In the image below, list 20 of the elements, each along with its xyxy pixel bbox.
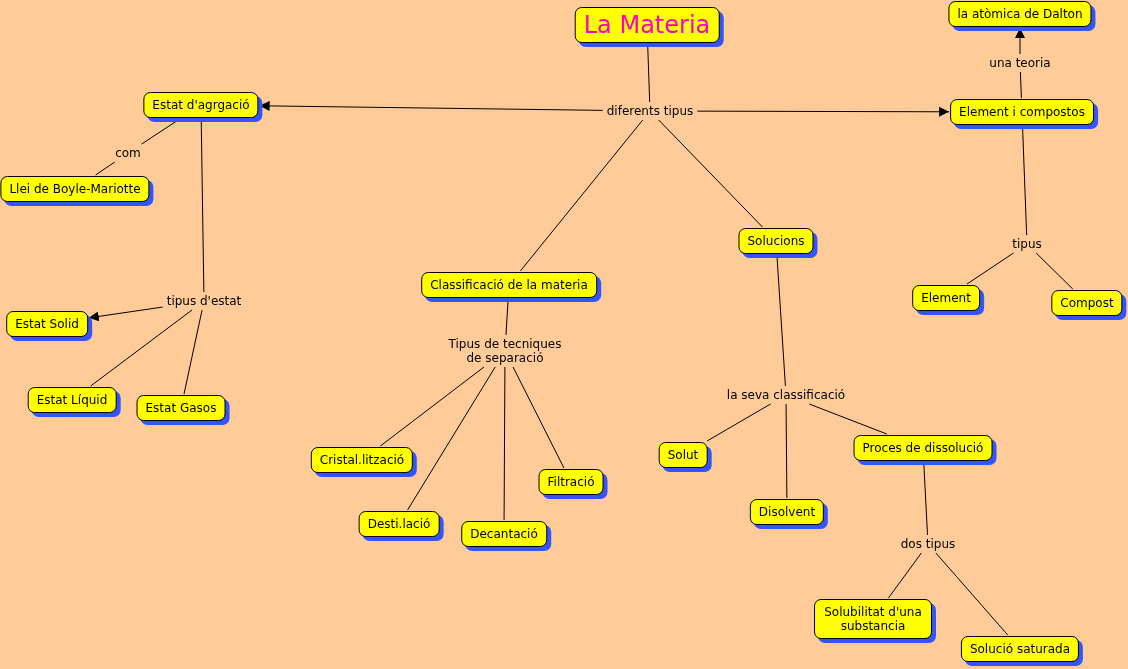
connector-line (808, 403, 888, 435)
connector-line (503, 366, 506, 521)
linking-phrase: tipus (1009, 236, 1045, 252)
connector-line (658, 119, 763, 228)
connector-line (90, 309, 193, 387)
connector-line (379, 366, 485, 447)
arrow (696, 106, 950, 117)
connector-line (183, 309, 203, 395)
connector-line (1035, 252, 1074, 290)
connector-line (407, 366, 496, 511)
connector-line (1019, 71, 1022, 99)
connector-line (706, 403, 772, 442)
connector-line (519, 119, 644, 272)
connector-line (966, 252, 1014, 285)
connector-line (512, 366, 565, 469)
arrow (88, 306, 164, 322)
connector-line (95, 161, 116, 176)
connector-line (887, 552, 922, 599)
connector-line (935, 552, 1009, 636)
connector-line (785, 403, 788, 499)
